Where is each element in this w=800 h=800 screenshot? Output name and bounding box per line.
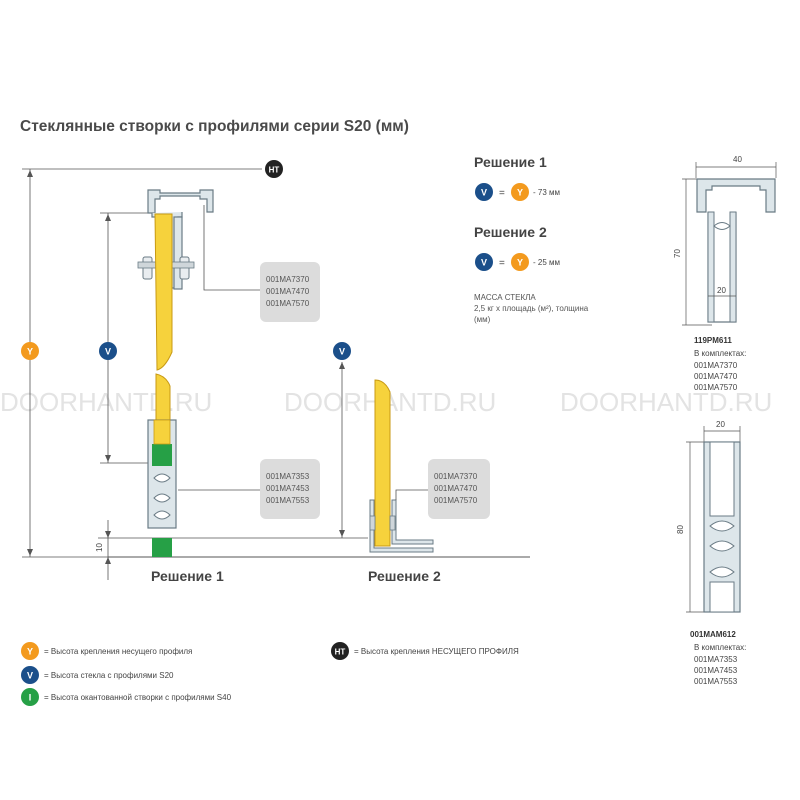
solution-1-formula: V = Y - 73 мм <box>475 183 560 201</box>
leader-top <box>203 205 260 291</box>
profile-1-name: 119PM611 <box>694 336 732 345</box>
arrow-icon <box>105 557 111 564</box>
code-text: 001MA7470 <box>266 287 310 296</box>
profile-2-kit-label: В комплектах: <box>694 643 746 652</box>
arrow-icon <box>339 362 345 369</box>
svg-text:= Высота окантованной створки: = Высота окантованной створки с профилям… <box>44 693 232 702</box>
page-title: Стеклянные створки с профилями серии S20… <box>20 118 409 135</box>
svg-text:V: V <box>339 347 345 357</box>
solution-2-heading: Решение 2 <box>474 224 547 240</box>
legend-i: I = Высота окантованной створки с профил… <box>21 688 232 706</box>
svg-text:Y: Y <box>517 188 523 198</box>
top-rail-profile <box>137 189 214 290</box>
svg-text:HT: HT <box>269 166 280 175</box>
solution-2-label: Решение 2 <box>368 568 441 584</box>
solution-2-assembly <box>369 379 434 553</box>
profile-1-width: 40 <box>733 155 742 164</box>
marker-y: Y <box>21 342 39 360</box>
leader-right <box>395 489 428 500</box>
bottom-profile <box>147 419 177 557</box>
arrow-icon <box>105 455 111 462</box>
solution-2-formula: V = Y - 25 мм <box>475 253 560 271</box>
arrow-icon <box>105 214 111 221</box>
watermark-text: DOORHANTD.RU <box>560 387 772 417</box>
svg-text:HT: HT <box>335 648 346 657</box>
watermark-text: DOORHANTD.RU <box>0 387 212 417</box>
svg-text:- 25 мм: - 25 мм <box>533 258 560 267</box>
legend-y: Y = Высота крепления несущего профиля <box>21 642 192 660</box>
svg-text:- 73 мм: - 73 мм <box>533 188 560 197</box>
codes-box-mid: 001MA7353 001MA7453 001MA7553 <box>260 459 320 519</box>
glass-top <box>154 213 173 371</box>
svg-text:2,5 кг х площадь (м²), толщина: 2,5 кг х площадь (м²), толщина <box>474 304 589 313</box>
code-text: 001MA7353 <box>266 472 310 481</box>
code-text: 001MA7370 <box>434 472 478 481</box>
svg-text:V: V <box>105 347 111 357</box>
code-text: 001MA7553 <box>266 496 310 505</box>
profile-1-kit: 001MA7470 <box>694 372 738 381</box>
svg-text:V: V <box>27 671 33 681</box>
solution-1-label: Решение 1 <box>151 568 224 584</box>
glass-mass-note: МАССА СТЕКЛА 2,5 кг х площадь (м²), толщ… <box>474 293 589 324</box>
profile-1-kit: 001MA7370 <box>694 361 738 370</box>
svg-text:Y: Y <box>517 258 523 268</box>
profile-2-name: 001MAM612 <box>690 630 736 639</box>
profile-1-inner-width: 20 <box>717 286 726 295</box>
svg-text:МАССА СТЕКЛА: МАССА СТЕКЛА <box>474 293 536 302</box>
profile-1-kit: 001MA7570 <box>694 383 738 392</box>
code-text: 001MA7370 <box>266 275 310 284</box>
marker-v: V <box>99 342 117 360</box>
profile-2-height: 80 <box>676 525 685 534</box>
svg-text:V: V <box>481 188 487 198</box>
arrow-icon <box>27 170 33 177</box>
svg-text:V: V <box>481 258 487 268</box>
codes-box-right: 001MA7370 001MA7470 001MA7570 <box>428 459 490 519</box>
profile-2-drawing: 20 80 <box>676 420 741 613</box>
marker-v-2: V <box>333 342 351 360</box>
svg-text:Y: Y <box>27 647 33 657</box>
code-text: 001MA7453 <box>266 484 310 493</box>
dim-10-label: 10 <box>95 543 104 552</box>
profile-2-width: 20 <box>716 420 725 429</box>
codes-box-top: 001MA7370 001MA7470 001MA7570 <box>260 262 320 322</box>
svg-text:Y: Y <box>27 347 33 357</box>
svg-text:= Высота стекла с профилями S2: = Высота стекла с профилями S20 <box>44 671 174 680</box>
code-text: 001MA7570 <box>266 299 310 308</box>
svg-text:= Высота крепления НЕСУЩЕГО ПР: = Высота крепления НЕСУЩЕГО ПРОФИЛЯ <box>354 647 519 656</box>
solution-1-heading: Решение 1 <box>474 154 547 170</box>
marker-ht: HT <box>265 160 283 178</box>
arrow-icon <box>27 549 33 556</box>
arrow-icon <box>105 531 111 538</box>
profile-1-drawing: 40 70 20 <box>673 155 777 326</box>
code-text: 001MA7570 <box>434 496 478 505</box>
svg-text:=: = <box>499 188 505 199</box>
svg-text:(мм): (мм) <box>474 315 491 324</box>
svg-text:=: = <box>499 258 505 269</box>
profile-2-kit: 001MA7353 <box>694 655 738 664</box>
legend-v: V = Высота стекла с профилями S20 <box>21 666 174 684</box>
legend-ht: HT = Высота крепления НЕСУЩЕГО ПРОФИЛЯ <box>331 642 519 660</box>
code-text: 001MA7470 <box>434 484 478 493</box>
profile-2-kit: 001MA7553 <box>694 677 738 686</box>
svg-text:= Высота крепления несущего пр: = Высота крепления несущего профиля <box>44 647 192 656</box>
arrow-icon <box>339 530 345 537</box>
profile-1-height: 70 <box>673 249 682 258</box>
svg-text:I: I <box>29 693 32 703</box>
profile-1-kit-label: В комплектах: <box>694 349 746 358</box>
profile-2-kit: 001MA7453 <box>694 666 738 675</box>
